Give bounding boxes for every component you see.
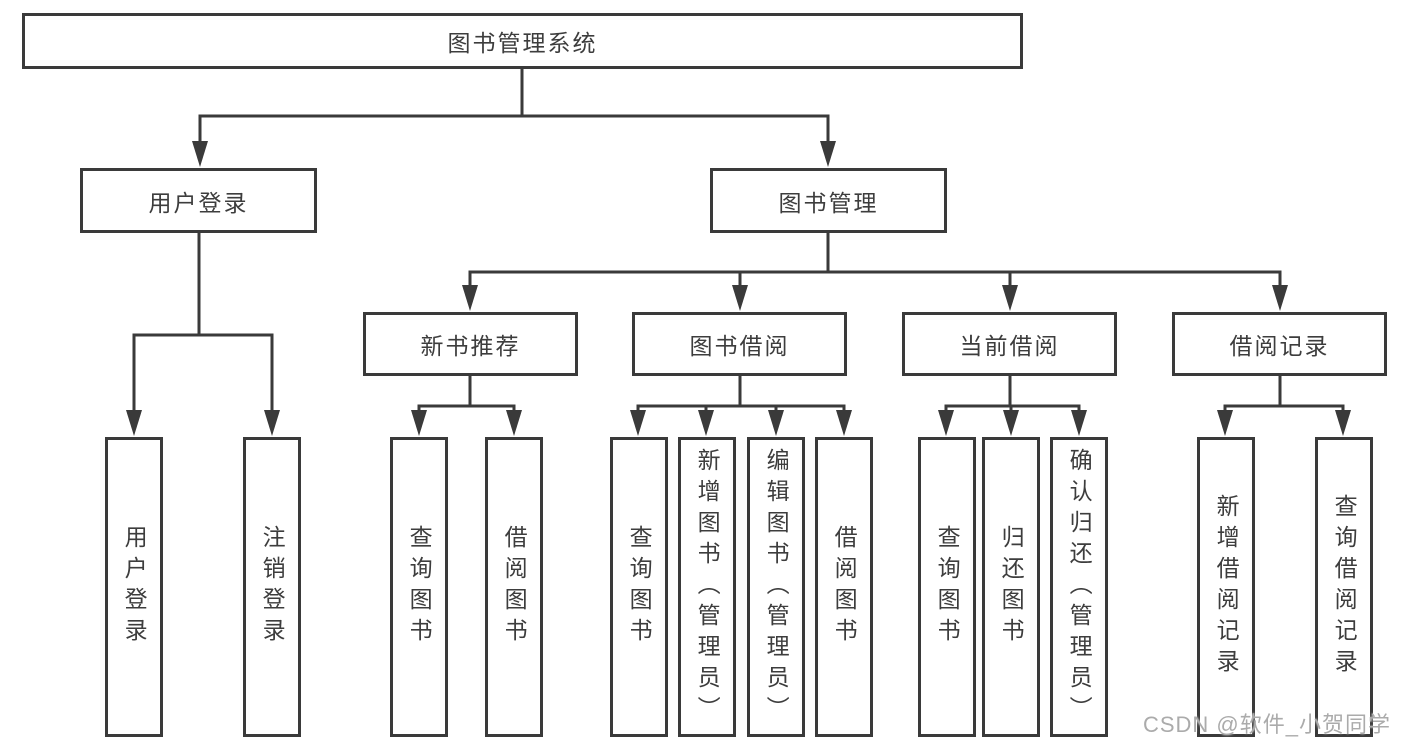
leaf-borrow-books: 借阅图书 xyxy=(815,437,873,737)
arrowhead-icon xyxy=(126,410,142,436)
connector-root-to-level1 xyxy=(198,66,830,143)
leaf-edit-books-admin: 编辑图书（管理员） xyxy=(747,437,805,737)
node-book-borrowing-label: 图书借阅 xyxy=(689,333,790,359)
leaf-edit-books-admin-label: 编辑图书（管理员） xyxy=(763,447,790,727)
leaf-query-books-current: 查询图书 xyxy=(918,437,976,737)
arrowhead-icon xyxy=(264,410,280,436)
connector-borrow-records-to-leaves xyxy=(1223,374,1345,413)
arrowhead-icon xyxy=(768,410,784,436)
leaf-query-borrow-record: 查询借阅记录 xyxy=(1315,437,1373,737)
arrowhead-icon xyxy=(698,410,714,436)
leaf-query-books-recommend-label: 查询图书 xyxy=(406,525,433,649)
connector-new-book-recommend-to-leaves xyxy=(417,374,516,413)
node-user-login-label: 用户登录 xyxy=(148,189,249,216)
leaf-add-borrow-record-label: 新增借阅记录 xyxy=(1213,494,1240,680)
node-book-borrowing: 图书借阅 xyxy=(632,312,847,376)
leaf-borrow-books-recommend: 借阅图书 xyxy=(485,437,543,737)
node-current-borrowing-label: 当前借阅 xyxy=(959,333,1060,359)
node-borrow-records-label: 借阅记录 xyxy=(1229,333,1330,359)
arrowhead-icon xyxy=(630,410,646,436)
leaf-add-books-admin-label: 新增图书（管理员） xyxy=(694,447,721,727)
node-new-book-recommend-label: 新书推荐 xyxy=(420,333,521,359)
node-current-borrowing: 当前借阅 xyxy=(902,312,1117,376)
leaf-confirm-return-admin: 确认归还（管理员） xyxy=(1050,437,1108,737)
leaf-confirm-return-admin-label: 确认归还（管理员） xyxy=(1066,447,1093,727)
leaf-logout-label: 注销登录 xyxy=(259,525,286,649)
leaf-borrow-books-label: 借阅图书 xyxy=(831,525,858,649)
node-root: 图书管理系统 xyxy=(22,13,1023,69)
arrowhead-icon xyxy=(1272,285,1288,311)
node-root-label: 图书管理系统 xyxy=(447,30,598,56)
connector-current-borrowing-to-leaves xyxy=(944,374,1081,413)
arrowhead-icon xyxy=(1335,410,1351,436)
leaf-add-borrow-record: 新增借阅记录 xyxy=(1197,437,1255,737)
leaf-query-books-borrowing: 查询图书 xyxy=(610,437,668,737)
node-new-book-recommend: 新书推荐 xyxy=(363,312,578,376)
leaf-query-books-recommend: 查询图书 xyxy=(390,437,448,737)
arrowhead-icon xyxy=(820,141,836,167)
arrowhead-icon xyxy=(411,410,427,436)
leaf-query-borrow-record-label: 查询借阅记录 xyxy=(1331,494,1358,680)
connector-book-mgmt-to-level2 xyxy=(468,231,1282,288)
watermark: CSDN @软件_小贺同学 xyxy=(1142,712,1391,737)
arrowhead-icon xyxy=(836,410,852,436)
arrowhead-icon xyxy=(1003,410,1019,436)
arrowhead-icon xyxy=(192,141,208,167)
leaf-logout: 注销登录 xyxy=(243,437,301,737)
leaf-borrow-books-recommend-label: 借阅图书 xyxy=(501,525,528,649)
leaf-query-books-current-label: 查询图书 xyxy=(934,525,961,649)
connector-user-login-to-leaves xyxy=(132,231,274,412)
arrowhead-icon xyxy=(462,285,478,311)
leaf-user-login-label: 用户登录 xyxy=(121,525,148,649)
leaf-add-books-admin: 新增图书（管理员） xyxy=(678,437,736,737)
leaf-return-books-label: 归还图书 xyxy=(998,525,1025,649)
arrowhead-icon xyxy=(1002,285,1018,311)
node-book-mgmt: 图书管理 xyxy=(710,168,947,233)
arrowhead-icon xyxy=(938,410,954,436)
leaf-return-books: 归还图书 xyxy=(982,437,1040,737)
node-book-mgmt-label: 图书管理 xyxy=(778,189,879,216)
arrowhead-icon xyxy=(1071,410,1087,436)
leaf-user-login: 用户登录 xyxy=(105,437,163,737)
arrowhead-icon xyxy=(1217,410,1233,436)
connector-book-borrowing-to-leaves xyxy=(636,374,846,413)
node-user-login: 用户登录 xyxy=(80,168,317,233)
leaf-query-books-borrowing-label: 查询图书 xyxy=(626,525,653,649)
arrowhead-icon xyxy=(506,410,522,436)
node-borrow-records: 借阅记录 xyxy=(1172,312,1387,376)
arrowhead-icon xyxy=(732,285,748,311)
